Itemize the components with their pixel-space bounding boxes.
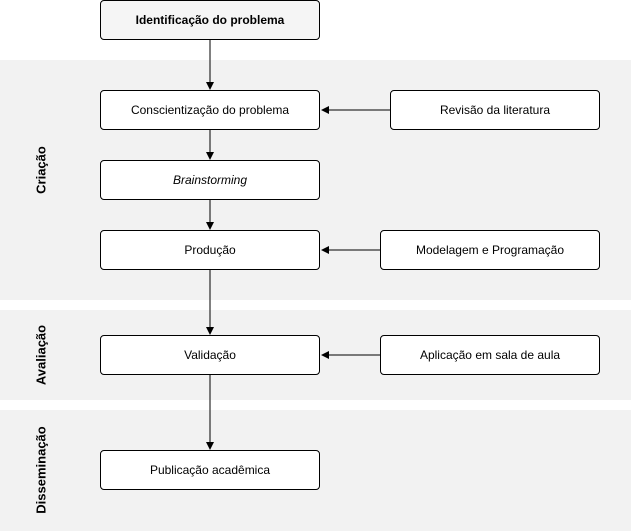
box-brainstorming: Brainstorming (100, 160, 320, 200)
box-validation: Validação (100, 335, 320, 375)
box-classroom-application: Aplicação em sala de aula (380, 335, 600, 375)
box-problem-identification: Identificação do problema (100, 0, 320, 40)
box-modeling-programming: Modelagem e Programação (380, 230, 600, 270)
box-literature-review: Revisão da literatura (390, 90, 600, 130)
box-academic-publication: Publicação acadêmica (100, 450, 320, 490)
box-production: Produção (100, 230, 320, 270)
box-problem-awareness: Conscientização do problema (100, 90, 320, 130)
